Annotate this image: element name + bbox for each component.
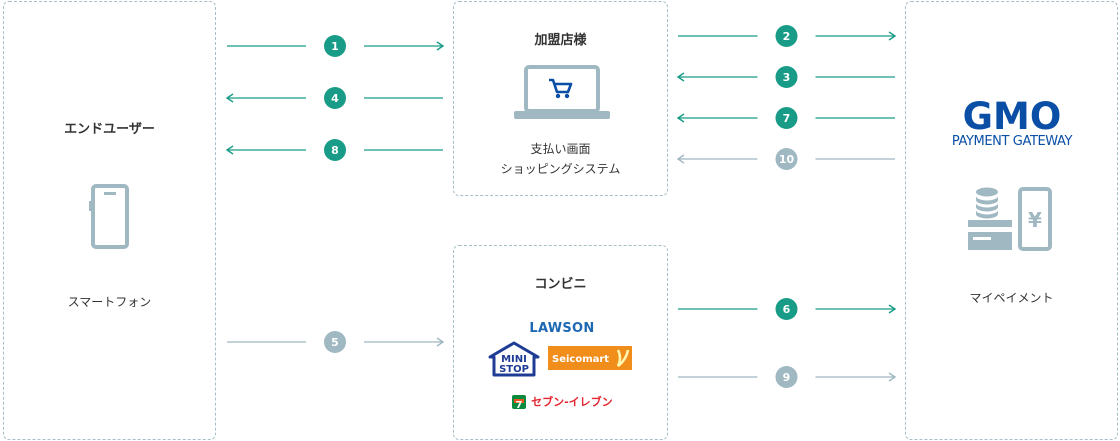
seveneleven-mark-icon: 7 — [512, 394, 526, 411]
step-3-badge — [775, 66, 798, 88]
smartphone-icon — [89, 184, 129, 249]
ministop-bottom-text: STOP — [499, 364, 529, 375]
gmo-logo-sub: PAYMENT GATEWAY — [951, 134, 1073, 149]
merchant-box: 加盟店様 支払い画面 ショッピングシステム — [453, 1, 668, 196]
step-8-badge — [324, 139, 346, 161]
smartphone-label: スマートフォン — [67, 295, 152, 309]
end-user-box: エンドユーザー スマートフォン — [3, 1, 216, 440]
shopping-system-label: ショッピングシステム — [500, 162, 621, 176]
step-8-arrow: 8 — [225, 139, 443, 161]
step-9-arrow: 9 — [678, 366, 897, 388]
convenience-box: コンビニ — [453, 245, 668, 440]
step-6-badge — [775, 298, 798, 320]
merchant-title: 加盟店様 — [534, 33, 587, 48]
step-3-number: 3 — [783, 71, 791, 84]
step-1-number: 1 — [331, 40, 339, 53]
seicomart-logo: Seicomart — [548, 346, 632, 370]
coin-card-phone-icon: ¥ — [968, 187, 1052, 251]
step-3-arrow: 3 — [676, 66, 895, 88]
step-8-number: 8 — [331, 144, 339, 157]
step-7-badge — [775, 107, 798, 129]
ministop-top-text: MINI — [501, 354, 527, 365]
convenience-title: コンビニ — [534, 277, 587, 292]
my-payment-label: マイペイメント — [969, 291, 1054, 305]
gmo-logo-main: GMO — [962, 95, 1062, 138]
end-user-title: エンドユーザー — [64, 122, 155, 137]
step-5-arrow: 5 — [227, 331, 445, 353]
step-5-number: 5 — [331, 336, 339, 349]
step-7-number: 7 — [783, 112, 791, 125]
step-5-badge — [324, 331, 346, 353]
step-10-badge — [775, 148, 798, 170]
svg-text:7: 7 — [516, 400, 523, 409]
step-1-badge — [324, 35, 346, 57]
lawson-logo: LAWSON — [526, 317, 598, 336]
seicomart-text: Seicomart — [552, 354, 609, 365]
step-10-arrow: 10 — [676, 148, 895, 170]
seveneleven-logo: 7 セブン-イレブン — [512, 391, 613, 411]
step-7-arrow: 7 — [676, 107, 895, 129]
step-4-badge — [324, 87, 346, 109]
step-6-arrow: 6 — [678, 298, 897, 320]
payment-screen-label: 支払い画面 — [530, 142, 591, 156]
step-10-number: 10 — [779, 153, 795, 166]
gmo-box: ¥ マイペイメント — [905, 1, 1118, 440]
step-2-number: 2 — [783, 30, 791, 43]
laptop-cart-icon — [514, 65, 610, 119]
step-4-arrow: 4 — [225, 87, 443, 109]
step-4-number: 4 — [331, 92, 339, 105]
step-2-arrow: 2 — [678, 25, 897, 47]
step-1-arrow: 1 — [227, 35, 445, 57]
step-9-number: 9 — [783, 371, 791, 384]
step-2-badge — [775, 25, 798, 47]
lawson-logo-text: LAWSON — [529, 321, 595, 336]
ministop-logo: MINI STOP — [488, 341, 540, 377]
step-6-number: 6 — [783, 303, 791, 316]
svg-text:¥: ¥ — [1028, 208, 1042, 232]
gmo-payment-gateway-logo: GMO PAYMENT GATEWAY — [922, 95, 1102, 150]
step-9-badge — [775, 366, 798, 388]
seveneleven-text: セブン-イレブン — [531, 395, 613, 409]
